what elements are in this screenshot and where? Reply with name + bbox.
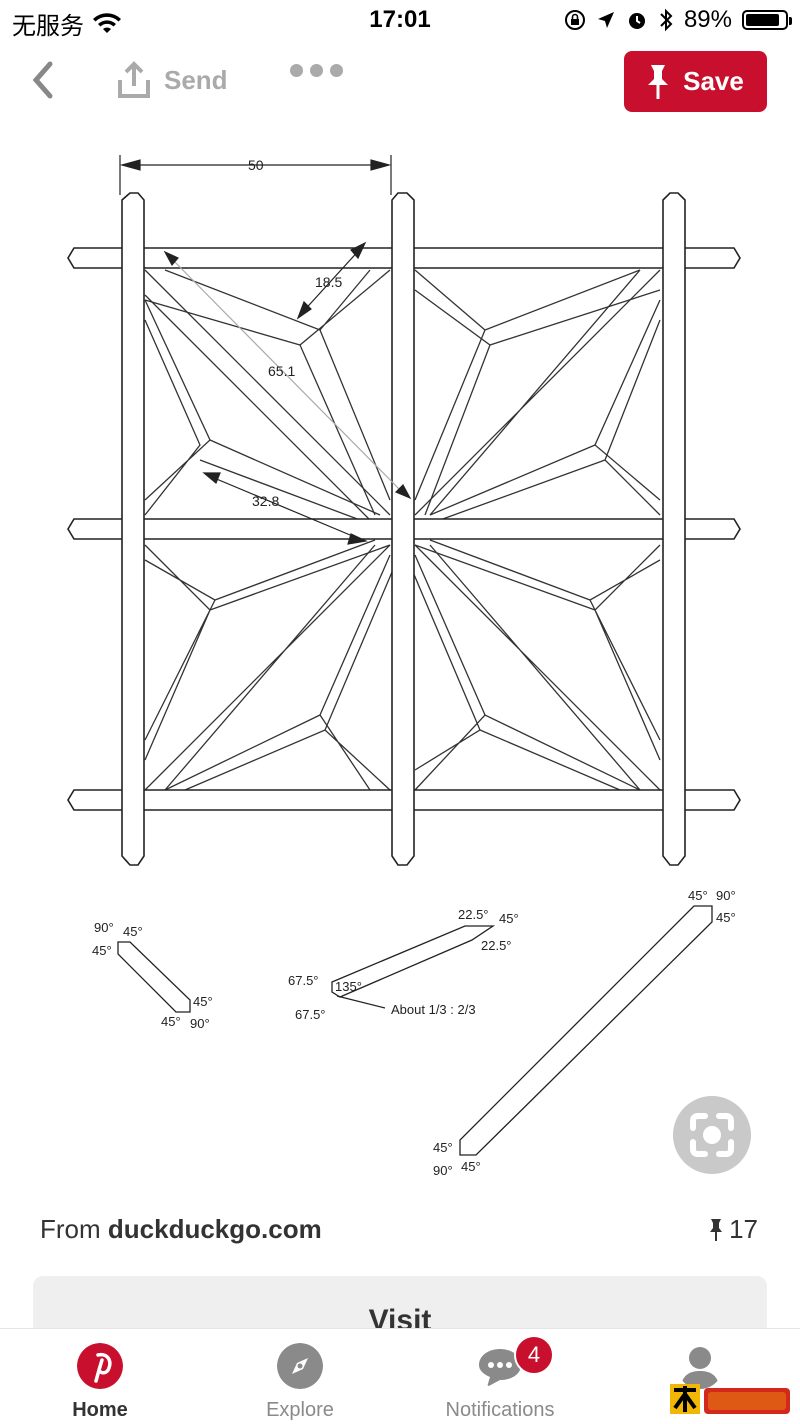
- part-c: [459, 905, 713, 1156]
- location-icon: [597, 12, 614, 28]
- bluetooth-icon: [660, 8, 673, 32]
- dimension-lines: [119, 155, 412, 545]
- send-button[interactable]: Send: [116, 60, 228, 100]
- part-b-note: About 1/3 : 2/3: [391, 1002, 476, 1017]
- part-b-angle: 45°: [499, 911, 519, 926]
- dim-mid-label: 32.8: [252, 493, 279, 509]
- pin-count: 17: [709, 1214, 758, 1245]
- share-icon: [118, 61, 150, 98]
- alarm-icon: [628, 13, 645, 29]
- part-a-angle: 45°: [161, 1014, 181, 1029]
- wifi-icon: [93, 12, 121, 33]
- part-b: [331, 925, 496, 1009]
- dot-icon: [290, 64, 303, 77]
- part-a-angle: 90°: [94, 920, 114, 935]
- part-c-angle: 45°: [433, 1140, 453, 1155]
- chat-bubble-icon: [479, 1349, 521, 1387]
- source-link[interactable]: From duckduckgo.com: [40, 1214, 322, 1245]
- pin-image[interactable]: 50 18.5 65.1 32.8 90° 45° 45° 45° 45° 90…: [60, 150, 760, 1190]
- part-b-angle: 22.5°: [458, 907, 489, 922]
- part-b-angle: 135°: [335, 979, 362, 994]
- watermark-logo: [670, 1384, 790, 1414]
- tab-explore-label: Explore: [266, 1399, 334, 1421]
- save-button[interactable]: Save: [624, 51, 767, 112]
- more-options-button[interactable]: [290, 64, 343, 77]
- pin-icon: [710, 1218, 723, 1241]
- part-a-angle: 45°: [123, 924, 143, 939]
- dim-long-label: 65.1: [268, 363, 295, 379]
- part-a-angle: 45°: [193, 994, 213, 1009]
- carrier-label: 无服务: [12, 13, 84, 40]
- visual-search-button[interactable]: [673, 1096, 751, 1174]
- back-button[interactable]: [28, 60, 58, 106]
- pinterest-logo-icon: [77, 1343, 123, 1389]
- tab-notifications-label: Notifications: [445, 1399, 555, 1421]
- part-a-angle: 90°: [190, 1016, 210, 1031]
- lens-icon: [690, 1113, 734, 1157]
- part-b-angle: 22.5°: [481, 938, 512, 953]
- dim-width-label: 50: [248, 157, 264, 173]
- part-c-angle: 45°: [461, 1159, 481, 1174]
- battery-percent: 89%: [683, 6, 732, 33]
- dot-icon: [330, 64, 343, 77]
- part-b-angle: 67.5°: [295, 1007, 326, 1022]
- part-c-angle: 90°: [716, 888, 736, 903]
- send-label: Send: [164, 64, 228, 95]
- source-domain: duckduckgo.com: [107, 1214, 322, 1244]
- tab-bar: Home Explore 4 Notifications: [0, 1328, 800, 1424]
- chevron-left-icon: [32, 61, 53, 99]
- dim-diag-label: 18.5: [315, 274, 342, 290]
- source-prefix: From: [40, 1214, 108, 1244]
- pin-count-value: 17: [729, 1214, 758, 1244]
- rotation-lock-icon: [564, 10, 585, 30]
- compass-icon: [277, 1343, 323, 1389]
- pin-icon: [648, 64, 669, 99]
- part-a: [117, 941, 191, 1013]
- part-a-angle: 45°: [92, 943, 112, 958]
- lattice-drawing: [67, 192, 741, 866]
- pin-toolbar: Send Save: [0, 48, 800, 118]
- notification-badge: 4: [514, 1335, 554, 1375]
- tab-home-label: Home: [72, 1399, 128, 1421]
- part-b-angle: 67.5°: [288, 973, 319, 988]
- part-c-angle: 45°: [716, 910, 736, 925]
- battery-icon: [742, 10, 792, 30]
- dot-icon: [310, 64, 323, 77]
- clock: 17:01: [369, 6, 431, 33]
- part-c-angle: 45°: [688, 888, 708, 903]
- status-bar: 无服务 17:01 89%: [0, 0, 800, 40]
- dimension-labels: 50 18.5 65.1 32.8: [248, 157, 342, 509]
- part-c-angle: 90°: [433, 1163, 453, 1178]
- save-label: Save: [683, 66, 744, 96]
